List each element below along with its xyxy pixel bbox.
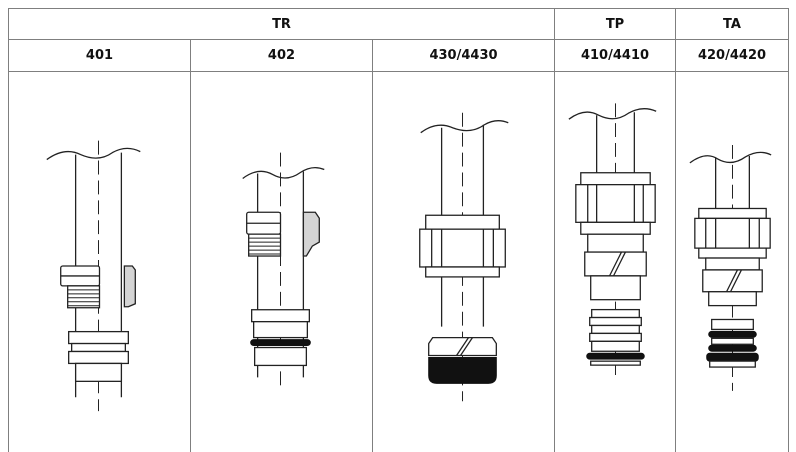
group-header-row: TR TP TA (7, 8, 790, 40)
model-header-401: 401 (8, 39, 191, 72)
fitting-430-drawing (419, 112, 509, 402)
drawing-cell-430 (371, 71, 556, 452)
drawing-row (8, 71, 790, 452)
fitting-401-drawing (46, 140, 141, 412)
drawing-cell-401 (8, 71, 191, 452)
drawing-cell-410 (554, 71, 677, 452)
model-header-420: 420/4420 (675, 39, 790, 72)
fitting-420-drawing (689, 145, 772, 391)
fitting-410-drawing (568, 103, 657, 382)
model-header-430: 430/4430 (371, 39, 556, 72)
model-header-row: 401 402 430/4430 410/4410 420/4420 (8, 39, 790, 72)
fitting-402-drawing (242, 152, 325, 392)
group-header-tr: TR (7, 8, 556, 40)
fittings-table: TR TP TA 401 402 430/4430 410/4410 420/4… (7, 8, 790, 452)
model-header-410: 410/4410 (554, 39, 677, 72)
group-header-ta: TA (675, 8, 790, 40)
drawing-cell-402 (190, 71, 373, 452)
model-header-402: 402 (190, 39, 373, 72)
drawing-cell-420 (675, 71, 790, 452)
group-header-tp: TP (554, 8, 677, 40)
